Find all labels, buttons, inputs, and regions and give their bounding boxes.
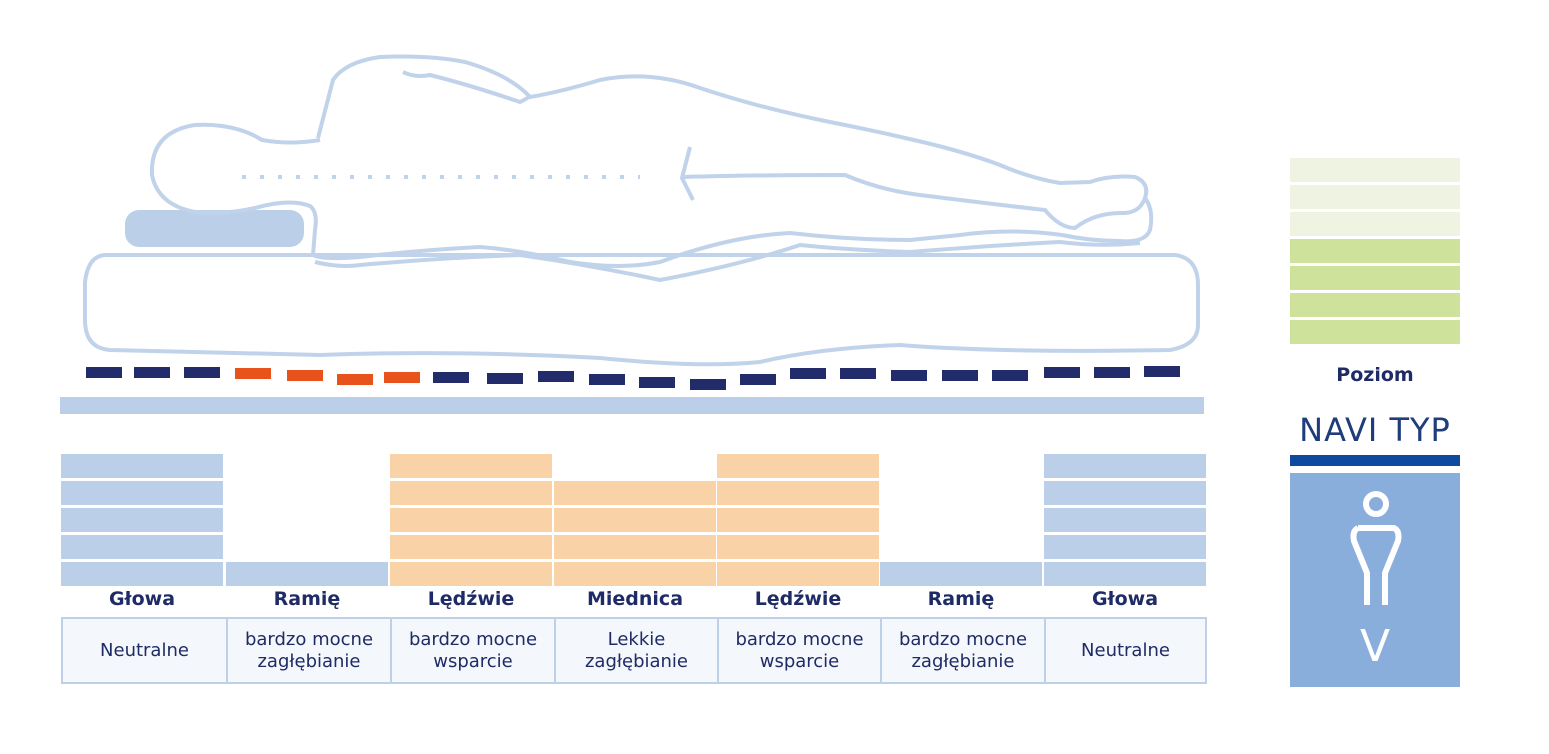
type-title: NAVI TYP: [1299, 411, 1451, 449]
body-outline: [312, 54, 1154, 268]
support-dash: [589, 374, 625, 385]
mattress-outline: [83, 253, 1200, 367]
level-bar: [1290, 266, 1460, 290]
person-icon: [1350, 491, 1402, 605]
zone-description: bardzo mocne wsparcie: [392, 619, 556, 682]
support-dash: [891, 370, 927, 381]
support-dash: [992, 370, 1028, 381]
support-dash: [86, 367, 122, 378]
support-dash: [184, 367, 220, 378]
zone-bar: [880, 562, 1042, 586]
support-dash: [384, 372, 420, 383]
zone-bar: [61, 535, 223, 559]
bed-base: [60, 397, 1204, 414]
zone-description: bardzo mocne zagłębianie: [882, 619, 1046, 682]
level-bar: [1290, 158, 1460, 182]
zone-bar: [390, 454, 552, 478]
zone-bar: [554, 535, 716, 559]
zone-bar: [554, 481, 716, 505]
zone-bar: [390, 562, 552, 586]
zone-label: Ramię: [273, 588, 341, 610]
zone-bar: [1044, 481, 1206, 505]
zone-description: Neutralne: [1081, 639, 1170, 661]
zone-label: Lędźwie: [754, 588, 842, 610]
support-dash: [134, 367, 170, 378]
level-bar: [1290, 212, 1460, 236]
level-label: Poziom: [1336, 364, 1414, 386]
support-dash: [1094, 367, 1130, 378]
support-dash: [1044, 367, 1080, 378]
zone-bar: [226, 562, 388, 586]
zone-bar: [717, 535, 879, 559]
zone-bar: [717, 562, 879, 586]
zone-bar: [390, 481, 552, 505]
pillow: [125, 210, 304, 247]
zone-bar: [61, 481, 223, 505]
level-bar: [1290, 239, 1460, 263]
support-dash: [487, 373, 523, 384]
zone-description: Neutralne: [63, 619, 228, 682]
zone-label: Ramię: [927, 588, 995, 610]
support-dash: [538, 371, 574, 382]
zone-bar: [1044, 562, 1206, 586]
zone-description: bardzo mocne wsparcie: [719, 619, 882, 682]
support-dash: [942, 370, 978, 381]
type-letter: V: [1359, 621, 1391, 672]
support-dash: [740, 374, 776, 385]
level-bar: [1290, 320, 1460, 344]
support-dash: [433, 372, 469, 383]
type-title-underline: [1290, 455, 1460, 466]
support-dash: [1144, 366, 1180, 377]
zone-bar: [1044, 535, 1206, 559]
zone-bar: [554, 562, 716, 586]
level-bar: [1290, 293, 1460, 317]
zone-description: bardzo mocne zagłębianie: [228, 619, 392, 682]
support-dash: [790, 368, 826, 379]
zone-bar: [61, 454, 223, 478]
zone-bar: [390, 508, 552, 532]
head-outline: [149, 122, 321, 256]
support-dash: [840, 368, 876, 379]
level-bar: [1290, 185, 1460, 209]
lower-leg-outline: [314, 239, 1141, 283]
zone-bar: [717, 508, 879, 532]
support-dash: [235, 368, 271, 379]
zone-label: Głowa: [1091, 588, 1159, 610]
support-dash: [337, 374, 373, 385]
zone-description: Lekkie zagłębianie: [556, 619, 719, 682]
zone-label: Głowa: [108, 588, 176, 610]
support-line: [86, 366, 1180, 390]
zone-label: Lędźwie: [427, 588, 515, 610]
zone-label: Miednica: [586, 588, 684, 610]
zone-bar: [390, 535, 552, 559]
support-dash: [639, 377, 675, 388]
support-dash: [690, 379, 726, 390]
zone-bar: [717, 454, 879, 478]
zone-bar: [1044, 454, 1206, 478]
zone-bar: [554, 508, 716, 532]
arm-outline: [402, 70, 1147, 231]
zone-bar: [1044, 508, 1206, 532]
zone-bar: [61, 562, 223, 586]
zone-bar: [61, 508, 223, 532]
support-dash: [287, 370, 323, 381]
type-card: V: [1290, 473, 1460, 687]
zone-bar: [717, 481, 879, 505]
